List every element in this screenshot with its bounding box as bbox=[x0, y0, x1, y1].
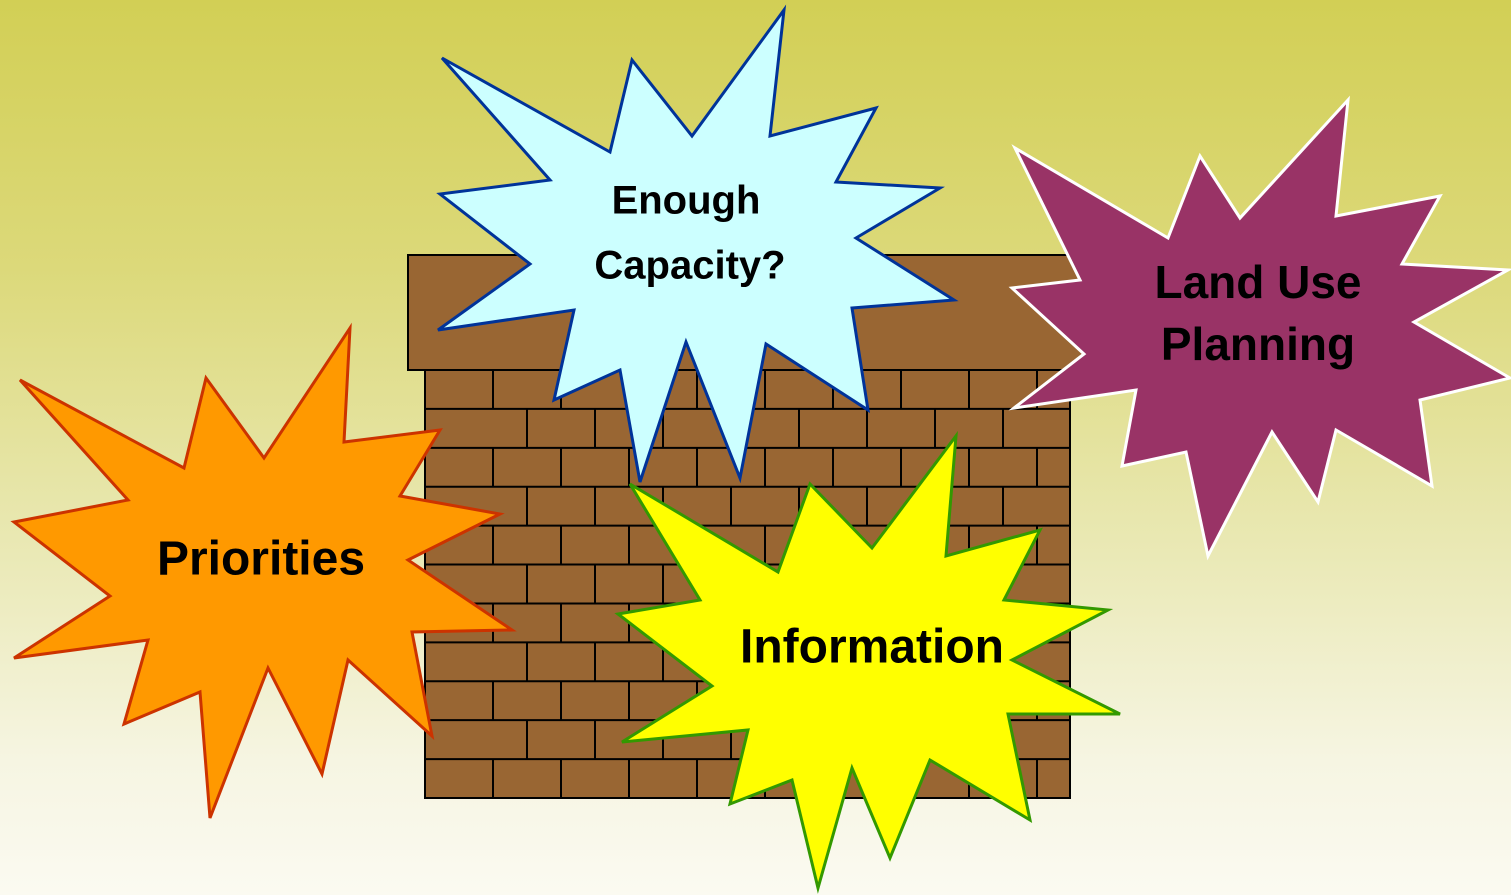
priorities-burst: Priorities bbox=[10, 322, 517, 819]
land-use-planning-label-line-2: Planning bbox=[1161, 318, 1355, 370]
priorities-starburst bbox=[10, 322, 517, 819]
information-burst: Information bbox=[614, 430, 1121, 894]
enough-capacity-label-line-2: Capacity? bbox=[594, 244, 785, 288]
enough-capacity-label-line-1: Enough bbox=[612, 179, 761, 223]
land-use-planning-burst: Land Use Planning bbox=[1008, 95, 1511, 561]
land-use-planning-starburst bbox=[1008, 95, 1511, 561]
information-label: Information bbox=[740, 621, 1004, 674]
priorities-label: Priorities bbox=[157, 533, 365, 586]
enough-capacity-starburst bbox=[436, 4, 959, 484]
information-starburst bbox=[614, 430, 1121, 894]
enough-capacity-burst: Enough Capacity? bbox=[436, 4, 959, 484]
land-use-planning-label-line-1: Land Use bbox=[1154, 256, 1361, 308]
